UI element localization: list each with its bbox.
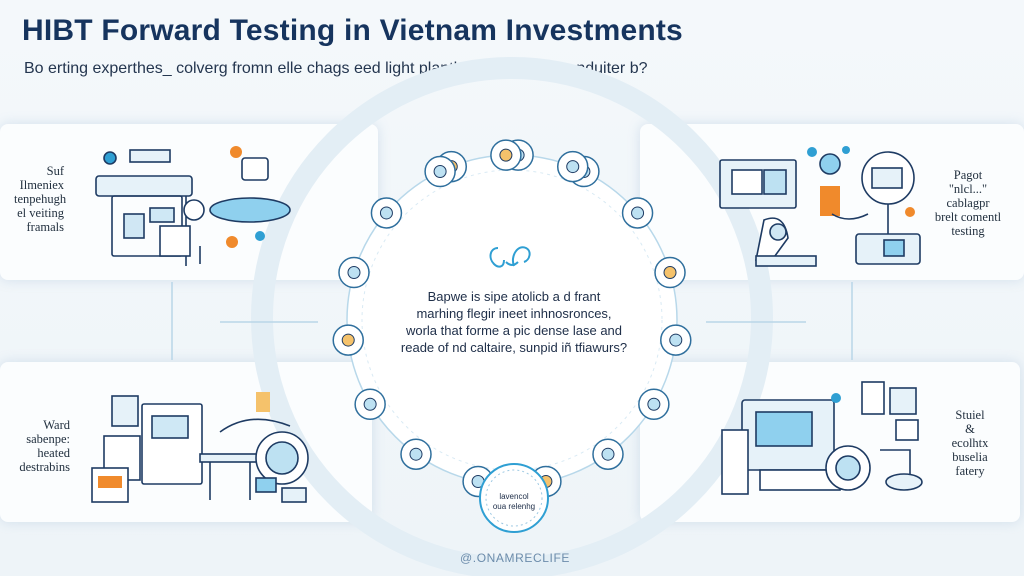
top-left-illustration [95, 146, 291, 266]
panel-top-right-label: Pagot "nlcl..." cablagpr brelt comentl t… [934, 168, 1002, 238]
monitor-icon [556, 150, 589, 183]
battery-icon [332, 324, 364, 356]
center-description: Bapwe is sipe atolicb a d frant marhing … [400, 289, 628, 355]
balance-icon [370, 197, 403, 229]
center-logo-icon [489, 246, 531, 268]
globe-icon [660, 324, 692, 356]
document-icon [654, 256, 686, 289]
truck-icon [338, 256, 370, 289]
inner-dash-ring [361, 169, 663, 471]
panel-top-left-label: Suf Ilmeniex tenpehugh el veiting framal… [14, 164, 67, 234]
clipboard-icon [400, 438, 432, 470]
panel-bottom-right-label: Stuiel & ecolhtx buselia fatery [951, 408, 989, 478]
page-title: HIBT Forward Testing in Vietnam Investme… [22, 14, 683, 47]
factory-icon [424, 155, 456, 188]
target-icon [354, 388, 386, 421]
badge-label: lavencol oua relenhg [492, 492, 536, 511]
top-right-illustration [719, 146, 921, 267]
footer-brand: @.ONAMRECLIFE [460, 551, 570, 565]
panel-bottom-left-label: Ward sabenpe: heated destrabins [19, 418, 70, 474]
ring-icons [332, 139, 692, 498]
badge-icon [479, 463, 549, 533]
handshake-icon [592, 438, 624, 470]
bottom-right-illustration [721, 381, 923, 495]
building-icon [638, 388, 670, 421]
chart-icon [621, 197, 654, 229]
outer-ring [251, 57, 773, 576]
bottom-left-illustration [91, 392, 309, 503]
person-icon [490, 139, 522, 171]
